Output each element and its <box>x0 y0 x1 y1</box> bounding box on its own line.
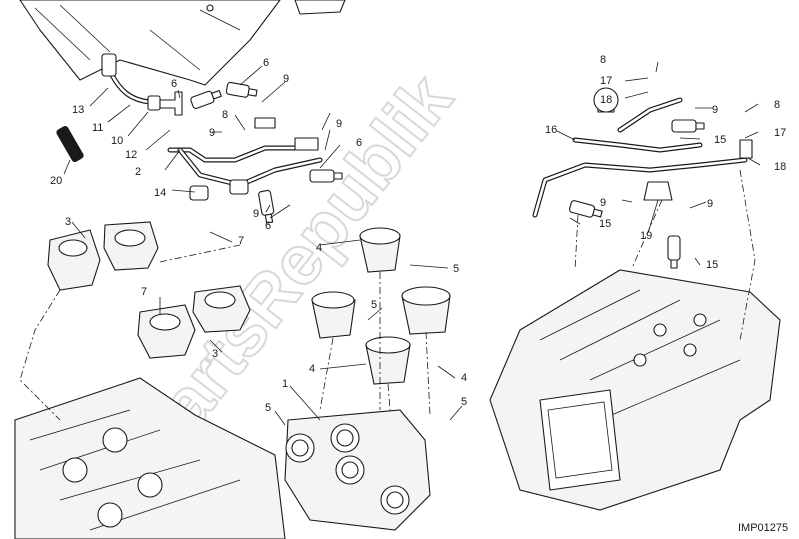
callout-19: 19 <box>640 230 652 242</box>
callout-9: 9 <box>253 208 259 220</box>
callout-20: 20 <box>50 175 62 187</box>
injectors-left <box>190 81 343 224</box>
callout-8: 8 <box>222 109 228 121</box>
callout-8: 8 <box>600 54 606 66</box>
throttle-body <box>284 409 431 531</box>
callout-9: 9 <box>707 198 713 210</box>
callout-10: 10 <box>111 135 123 147</box>
callout-9: 9 <box>600 197 606 209</box>
callout-5: 5 <box>371 299 377 311</box>
callout-5: 5 <box>265 402 271 414</box>
fuel-rail-right <box>532 87 748 218</box>
assembly-center-lines <box>19 169 756 421</box>
vacuum-hose-assembly <box>56 53 183 162</box>
callout-9: 9 <box>209 127 215 139</box>
callout-15: 15 <box>706 259 718 271</box>
callout-5: 5 <box>461 396 467 408</box>
callout-4: 4 <box>316 242 322 254</box>
callout-4: 4 <box>309 363 315 375</box>
leader-lines <box>63 61 761 426</box>
callout-8: 8 <box>774 99 780 111</box>
callout-1: 1 <box>282 378 288 390</box>
callout-7: 7 <box>238 235 244 247</box>
fuel-rail-left <box>167 145 323 201</box>
callout-labels: 8 17 18 6 9 6 13 11 10 12 8 9 2 9 6 14 9… <box>50 54 786 414</box>
callout-15: 15 <box>714 134 726 146</box>
callout-7: 7 <box>141 286 147 298</box>
callout-9: 9 <box>712 104 718 116</box>
callout-2: 2 <box>135 166 141 178</box>
airbox-frame <box>19 0 346 86</box>
callout-6: 6 <box>263 57 269 69</box>
callout-9: 9 <box>283 73 289 85</box>
figure-reference-code: IMP01275 <box>738 522 788 534</box>
callout-6: 6 <box>356 137 362 149</box>
engine-head-right <box>489 269 781 511</box>
callout-5: 5 <box>453 263 459 275</box>
callout-13: 13 <box>72 104 84 116</box>
callout-15: 15 <box>599 218 611 230</box>
engine-head-left <box>14 377 286 539</box>
intake-flanges-left <box>47 221 251 359</box>
callout-14: 14 <box>154 187 166 199</box>
callout-3: 3 <box>65 216 71 228</box>
callout-6: 6 <box>265 220 271 232</box>
callout-3: 3 <box>212 348 218 360</box>
callout-16: 16 <box>545 124 557 136</box>
callout-6: 6 <box>171 78 177 90</box>
callout-18: 18 <box>600 94 612 106</box>
callout-11: 11 <box>92 122 103 134</box>
callout-12: 12 <box>125 149 137 161</box>
callout-4: 4 <box>461 372 467 384</box>
callout-9: 9 <box>336 118 342 130</box>
callout-17: 17 <box>600 75 612 87</box>
injectors-right <box>569 119 753 269</box>
callout-18: 18 <box>774 161 786 173</box>
intake-funnels <box>311 227 451 385</box>
callout-17: 17 <box>774 127 786 139</box>
